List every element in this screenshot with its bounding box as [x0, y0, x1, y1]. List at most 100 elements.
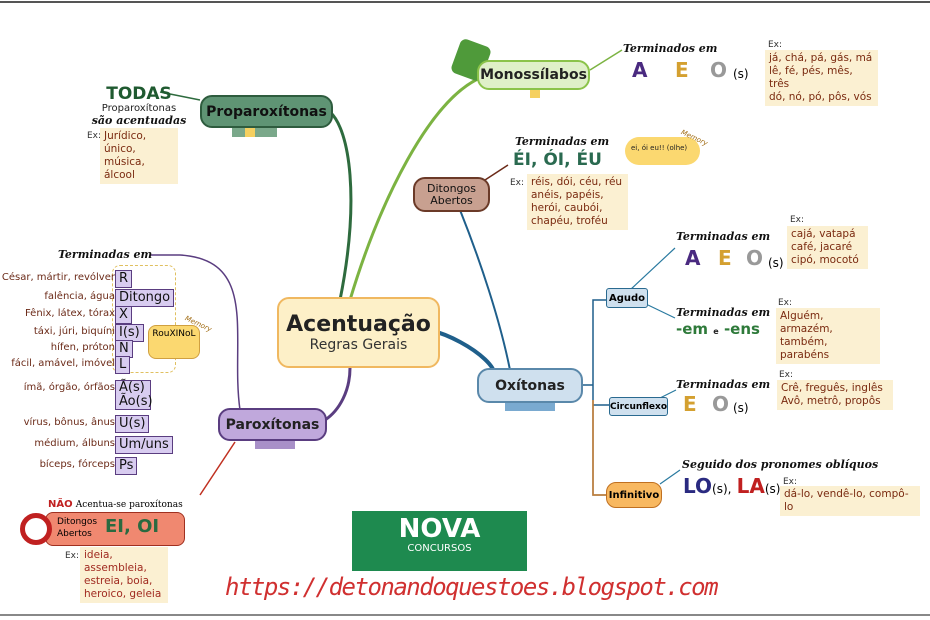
nao-label: NÃO [48, 499, 73, 510]
memory-group [112, 265, 176, 373]
nova-concursos-logo: NOVA CONCURSOS [352, 511, 527, 571]
example-line: Alguém, armazém, [780, 310, 833, 335]
oxitonas-node[interactable]: Oxítonas [477, 368, 583, 403]
rule-words: César, mártir, revólver [1, 272, 115, 283]
rule-words: Fênix, látex, tórax [24, 308, 115, 319]
node-tab [255, 441, 295, 449]
memory-bubble: RouXINoL [148, 325, 200, 359]
todas-line3: são acentuadas [91, 114, 187, 127]
memory-text: RouXINoL [152, 329, 196, 339]
rule-ending: X [115, 306, 132, 324]
ditongos-endings: ÉI, ÓI, ÉU [513, 150, 602, 170]
proparoxitonas-node[interactable]: Proparoxítonas [200, 95, 333, 128]
ending-ens: -ens [723, 320, 760, 338]
top-border [0, 1, 930, 3]
example-line: anéis, papéis, [531, 189, 604, 201]
terminadas-label: Terminadas em [676, 306, 771, 319]
letter-a: A [685, 246, 701, 270]
letter-o: O [712, 392, 730, 416]
prohibited-icon [20, 513, 52, 545]
letter-o: O [710, 58, 728, 82]
nao-endings: EI, OI [105, 516, 160, 537]
rule-ending: L [115, 356, 131, 374]
rule-words: vírus, bônus, ânus [23, 417, 115, 428]
example-line: ideia, assembleia, [84, 549, 147, 574]
example-line: estreia, boia, [84, 575, 153, 587]
suffix: (s) [764, 482, 781, 496]
pronoun-la: LA [736, 474, 765, 498]
example-line: cipó, mocotó [791, 254, 859, 266]
rule-ending: Ditongo [115, 289, 175, 307]
monossilabos-node[interactable]: Monossílabos [477, 60, 590, 90]
ex-label: Ex: [790, 215, 805, 225]
ex-label: Ex: [510, 178, 525, 188]
center-node[interactable]: Acentuação Regras Gerais [277, 297, 440, 368]
nao-box-label: Ditongos Abertos [57, 517, 98, 539]
rule-words: falência, água [44, 291, 115, 302]
conjunction: e [713, 327, 719, 336]
node-tab [505, 403, 555, 411]
rule-words: hífen, próton [50, 342, 115, 353]
ex-label: Ex: [768, 40, 783, 50]
letter-a: A [632, 58, 648, 82]
agudo-node[interactable]: Agudo [606, 288, 648, 308]
center-subtitle: Regras Gerais [309, 337, 408, 353]
example-line: lê, fé, pés, mês, três [769, 65, 853, 90]
terminadas-label: Terminadas em [515, 135, 610, 148]
rule-words: fácil, amável, imóvel [11, 358, 115, 369]
suffix: (s), [712, 482, 732, 496]
letter-e: E [683, 392, 697, 416]
rule-ending: Ã(s) Ão(s) [115, 380, 153, 410]
todas-block: TODAS Proparoxítonas são acentuadas [88, 85, 190, 127]
todas-label: TODAS [106, 84, 172, 104]
proparoxitonas-examples: Jurídico, único, música, álcool [100, 128, 178, 184]
ex-label: Ex: [87, 131, 102, 141]
suffix: (s) [733, 67, 749, 81]
example-line: Crê, freguês, inglês [781, 382, 883, 394]
logo-name: NOVA [398, 514, 481, 544]
ex-label: Ex: [779, 370, 794, 380]
node-tab-marker [245, 128, 255, 137]
rule-ending: I(s) [115, 324, 144, 342]
seguido-label: Seguido dos pronomes oblíquos [682, 458, 879, 471]
nao-text: Acentua-se paroxítonas [75, 500, 183, 510]
letter-e: E [675, 58, 689, 82]
terminadas-label: Terminadas em [58, 248, 153, 261]
rule-ending: U(s) [115, 415, 150, 433]
letter-o: O [746, 246, 764, 270]
logo-sub: CONCURSOS [407, 543, 472, 554]
infinitivo-examples: dá-lo, vendê-lo, compô-lo [780, 486, 920, 516]
example-line: réis, dói, céu, réu [531, 176, 623, 188]
example-line: Avô, metrô, propôs [781, 395, 881, 407]
rule-words: bíceps, fórceps [39, 459, 115, 470]
example-line: já, chá, pá, gás, má [769, 52, 873, 64]
suffix: (s) [733, 401, 749, 415]
example-line: cajá, vatapá [791, 228, 856, 240]
ex-label: Ex: [778, 298, 793, 308]
example-line: também, parabéns [780, 336, 830, 361]
rule-words: ímã, órgão, órfãos [23, 382, 115, 393]
ditongos-abertos-node[interactable]: Ditongos Abertos [413, 177, 490, 212]
rule-words: médium, álbuns [34, 438, 115, 449]
terminados-label: Terminados em [623, 42, 718, 55]
terminadas-label: Terminadas em [676, 230, 771, 243]
example-line: dó, nó, pó, pôs, vós [769, 91, 872, 103]
blog-url[interactable]: https://detonandoquestoes.blogspot.com [225, 573, 719, 601]
infinitivo-node[interactable]: Infinitivo [606, 482, 662, 508]
letter-e: E [718, 246, 732, 270]
example-line: café, jacaré [791, 241, 853, 253]
paroxitonas-node[interactable]: Paroxítonas [218, 408, 327, 441]
terminadas-label: Terminadas em [676, 378, 771, 391]
suffix: (s) [768, 256, 784, 270]
ex-label: Ex: [65, 551, 80, 561]
rule-words: táxi, júri, biquíni [33, 326, 115, 337]
bottom-border [0, 614, 930, 616]
example-line: herói, caubói, [531, 202, 603, 214]
example-line: chapéu, troféu [531, 215, 608, 227]
memory-text: ei, ói eu!! (olhe) [631, 144, 688, 152]
rule-ending: R [115, 270, 133, 288]
todas-line2: Proparoxítonas [101, 103, 177, 114]
circunflexo-node[interactable]: Circunflexo [609, 397, 668, 416]
example-line: heroico, geleia [84, 588, 162, 600]
